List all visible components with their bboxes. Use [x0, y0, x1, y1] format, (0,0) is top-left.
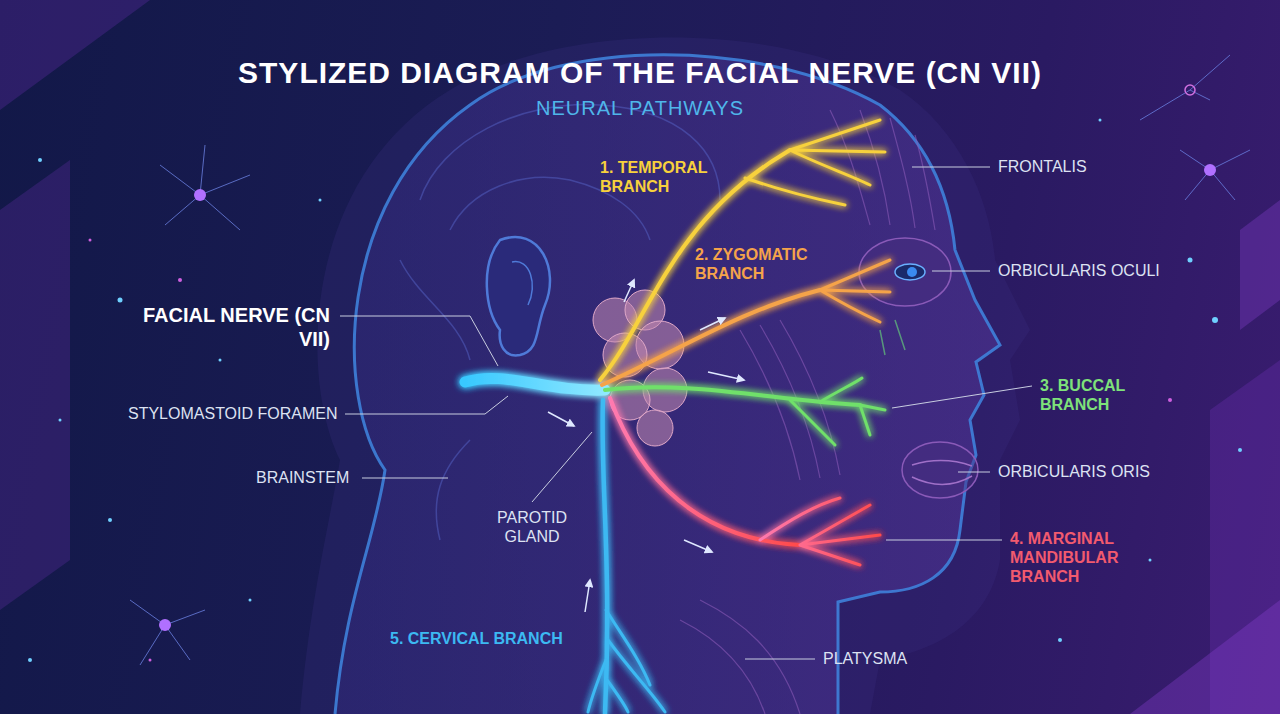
orbicularis-oris-muscle — [902, 442, 978, 498]
structure-label: BRAINSTEM — [256, 468, 349, 487]
branch-label: 3. BUCCAL BRANCH — [1040, 376, 1145, 414]
branch-label: 4. MARGINAL MANDIBULAR BRANCH — [1010, 529, 1150, 587]
muscle-label: ORBICULARIS OCULI — [998, 261, 1160, 280]
frontalis-muscle — [830, 110, 935, 230]
leader-line — [362, 478, 448, 479]
star — [1099, 119, 1102, 122]
nerve-label: FACIAL NERVE (CN VII) — [140, 303, 330, 351]
diagram-title: STYLIZED DIAGRAM OF THE FACIAL NERVE (CN… — [0, 56, 1280, 90]
branch-label: 1. TEMPORAL BRANCH — [600, 158, 725, 196]
flow-arrow — [684, 540, 712, 552]
star — [1238, 448, 1242, 452]
muscle-label: PLATYSMA — [823, 649, 907, 668]
branch-label: 5. CERVICAL BRANCH — [390, 629, 563, 648]
brain-curve — [400, 260, 470, 360]
star — [1188, 258, 1193, 263]
nerve-twig — [760, 498, 880, 565]
muscle-label: ORBICULARIS ORIS — [998, 462, 1150, 481]
platysma-muscle — [680, 600, 800, 714]
flow-arrow — [708, 372, 744, 380]
star — [108, 518, 112, 522]
nerve-branch — [602, 290, 820, 385]
head-silhouette — [300, 38, 1030, 714]
star — [89, 239, 92, 242]
subtitle: NEURAL PATHWAYS — [440, 96, 840, 120]
nerve-trunk — [465, 378, 605, 390]
star — [1149, 559, 1152, 562]
star — [1168, 398, 1172, 402]
neuron-dendrite — [1140, 55, 1230, 120]
flow-arrow — [700, 318, 725, 330]
flow-arrow — [548, 412, 574, 426]
structure-label: STYLOMASTOID FORAMEN — [128, 404, 338, 423]
neuron-dendrite — [1180, 150, 1250, 200]
neuron-body — [194, 189, 206, 201]
structure-label: PAROTID GLAND — [490, 508, 574, 546]
flow-arrow — [624, 280, 634, 302]
facial-nerve — [465, 120, 890, 714]
leader-line — [912, 167, 990, 168]
leader-line — [892, 386, 1032, 408]
head-outline — [335, 55, 1000, 714]
decor-band — [1240, 200, 1280, 330]
neuron-dendrite — [160, 145, 250, 230]
neuron-body — [1185, 85, 1195, 95]
muscle-label: FRONTALIS — [998, 157, 1087, 176]
brainstem-shape — [436, 440, 470, 540]
muscle-fibers — [680, 110, 935, 714]
ear — [487, 237, 550, 355]
nasal-muscle — [880, 320, 905, 355]
leader-line — [745, 659, 815, 660]
flow-arrow — [585, 580, 590, 612]
star — [178, 278, 182, 282]
eye — [895, 264, 925, 280]
star — [118, 298, 123, 303]
decor-band — [0, 160, 70, 610]
star — [28, 658, 32, 662]
nerve-twig — [588, 610, 665, 712]
star — [219, 359, 222, 362]
star — [149, 659, 152, 662]
cervical-branch — [588, 400, 665, 714]
leader-line — [340, 316, 498, 366]
leader-lines — [340, 167, 1032, 659]
star — [1058, 638, 1062, 642]
star — [249, 599, 252, 602]
temporal-branch — [600, 120, 885, 380]
nerve-branch — [610, 398, 800, 545]
flow-arrow — [548, 280, 744, 612]
decor-band — [0, 0, 150, 110]
neuron-body — [159, 619, 171, 631]
ear-detail — [512, 262, 532, 305]
leader-line — [958, 472, 990, 473]
neuron-body — [1204, 164, 1216, 176]
leader-line — [886, 540, 1002, 541]
star — [1212, 317, 1218, 323]
star — [38, 158, 42, 162]
leader-line — [932, 271, 990, 272]
buccal-branch — [605, 378, 885, 445]
neuron-dendrite — [130, 600, 205, 665]
gland-lobule — [637, 410, 673, 446]
nerve-twig — [820, 260, 890, 322]
orbicularis-oculi-muscle — [859, 238, 951, 306]
leader-line — [532, 432, 592, 502]
nerve-twig — [790, 378, 885, 445]
branch-label: 2. ZYGOMATIC BRANCH — [695, 245, 820, 283]
iris — [907, 267, 917, 277]
decor-band — [1130, 600, 1280, 714]
star — [59, 419, 62, 422]
nerve-twig — [745, 120, 885, 205]
leader-line — [345, 396, 508, 414]
star — [319, 199, 322, 202]
marginal-mandibular-branch — [610, 398, 880, 565]
